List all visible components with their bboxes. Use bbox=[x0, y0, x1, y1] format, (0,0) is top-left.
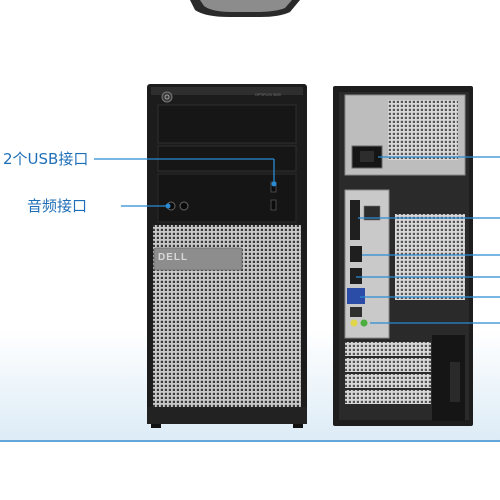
usb-port-icon[interactable] bbox=[270, 199, 277, 211]
expansion-slots bbox=[345, 342, 431, 404]
usb-ports-label: 2个USB接口 bbox=[3, 150, 89, 168]
drive-bay bbox=[157, 104, 297, 144]
rear-tower bbox=[333, 86, 473, 426]
callout-rear bbox=[356, 156, 500, 324]
dell-logo-badge bbox=[153, 247, 243, 271]
dell-logo: DELL bbox=[158, 252, 189, 263]
callout-audio bbox=[121, 203, 171, 209]
callout-usb bbox=[94, 158, 277, 187]
keyboard-icon bbox=[190, 0, 300, 17]
audio-jack-icon[interactable] bbox=[179, 201, 189, 211]
svg-text:OPTIPLEX 9020: OPTIPLEX 9020 bbox=[255, 93, 281, 97]
audio-ports-label: 音频接口 bbox=[27, 197, 88, 215]
power-icon[interactable] bbox=[161, 91, 173, 103]
